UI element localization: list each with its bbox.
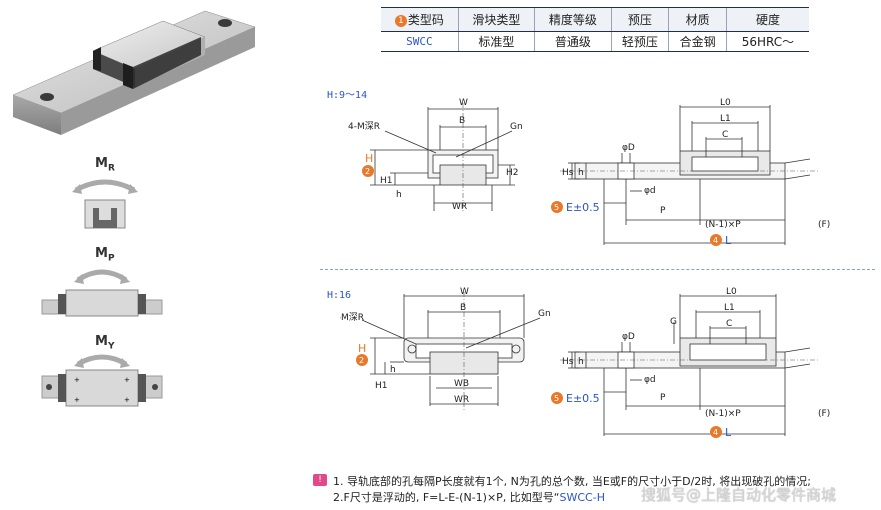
section-divider [320,269,875,270]
dim-np-bottom: (N-1)×P [705,409,741,419]
cell-hardness: 56HRC～ [725,31,809,52]
h-range-bottom: H:16 [327,290,352,301]
moment-my-figure: + + + + [41,354,163,407]
dim-h-top: H [365,152,373,165]
note-line-2: 2.F尺寸是浮动的, F=L-E-(N-1)×P, 比如型号“SWCC-H [333,491,605,504]
dim-l1-b: L1 [724,303,735,313]
dim-h2-side: h [578,168,584,178]
svg-text:+: + [74,396,80,404]
marker-2-top: 2 [365,167,370,176]
header-preload: 预压 [610,7,669,32]
dim-c-b: C [726,319,732,329]
dim-l0-b: L0 [726,287,737,297]
dim-l-bottom: L [725,426,732,439]
moment-mr-label: MR [95,156,115,174]
dim-l1: L1 [720,114,731,124]
dim-e-top: E±0.5 [566,201,600,214]
marker-5-bottom: 5 [554,394,559,403]
dim-c: C [722,130,728,140]
dim-wr: WR [452,202,467,212]
dim-phid-large-b: φD [622,332,635,342]
note-line-1: 1. 导轨底部的孔每隔P长度就有1个, N为孔的总个数, 当E或F的尺寸小于D/… [333,475,811,488]
dim-h2-side-b: h [578,357,584,367]
dim-b-b: B [460,303,466,313]
dim-gn-b: Gn [538,309,551,319]
dim-f-bottom: (F) [818,409,830,419]
dim-screw: 4-M深R [348,121,380,132]
dim-wr-b: WR [454,395,469,405]
dim-p-bottom: P [660,393,666,403]
dim-g-b: G [670,317,677,327]
moment-mp-figure [41,269,163,317]
note-model-code: SWCC-H [559,491,605,504]
cell-precision: 普通级 [534,31,612,52]
moment-mp-label: MP [95,246,115,264]
dim-np-top: (N-1)×P [705,220,741,230]
header-hardness: 硬度 [725,7,809,32]
marker-4-bottom: 4 [713,428,718,437]
header-slider-type: 滑块类型 [457,7,535,32]
header-material: 材质 [668,7,727,32]
cell-material: 合金钢 [668,31,727,52]
dim-h-small: h [396,190,402,200]
dim-w: W [459,98,468,108]
marker-5-top: 5 [554,203,559,212]
diagram-top: W B 4-M深R Gn 2 H H1 h H2 WR L0 L1 C φD φ… [348,98,830,247]
cell-type-code: SWCC [381,31,459,52]
note-warning-icon: ! [313,474,327,486]
dim-hs-b: Hs [562,357,574,367]
dim-phid-small: φd [644,186,656,196]
svg-text:+: + [124,396,130,404]
dim-h-small-b: h [390,365,396,375]
h-range-top: H:9～14 [327,90,368,101]
cell-preload: 轻预压 [610,31,669,52]
product-photo [12,10,256,135]
dim-l0: L0 [720,98,731,108]
dim-gn: Gn [510,122,523,132]
dim-hs: Hs [562,168,574,178]
moment-my-label: MY [95,334,115,352]
dim-w-b: W [460,287,469,297]
dim-p-top: P [660,206,666,216]
dim-b: B [459,116,465,126]
dim-h1: H1 [380,176,393,186]
svg-text:+: + [124,376,130,384]
dim-phid-small-b: φd [644,375,656,385]
header-precision: 精度等级 [534,7,612,32]
marker-4-top: 4 [713,236,718,245]
moment-mr-figure [72,179,138,229]
dim-l-top: L [725,234,732,247]
dim-h2: H2 [506,168,519,178]
marker-1: 1 [394,15,407,27]
dim-f-top: (F) [818,220,830,230]
dim-wb-b: WB [454,379,469,389]
dim-h1-b: H1 [375,381,388,391]
dim-phid-large: φD [622,143,635,153]
dim-h-bottom: H [358,342,366,355]
marker-2-bottom: 2 [359,356,364,365]
watermark: 搜狐号@上隆自动化零件商城 [641,486,837,504]
dim-e-bottom: E±0.5 [566,392,600,405]
svg-text:+: + [74,376,80,384]
dim-screw-b: 4-M深R [340,312,364,323]
spec-data-row: SWCC 标准型 普通级 轻预压 合金钢 56HRC～ [381,31,809,52]
cell-slider-type: 标准型 [457,31,535,52]
diagram-bottom: W B 4-M深R Gn G 2 H H1 h WB WR L0 L1 C φD… [340,287,830,439]
